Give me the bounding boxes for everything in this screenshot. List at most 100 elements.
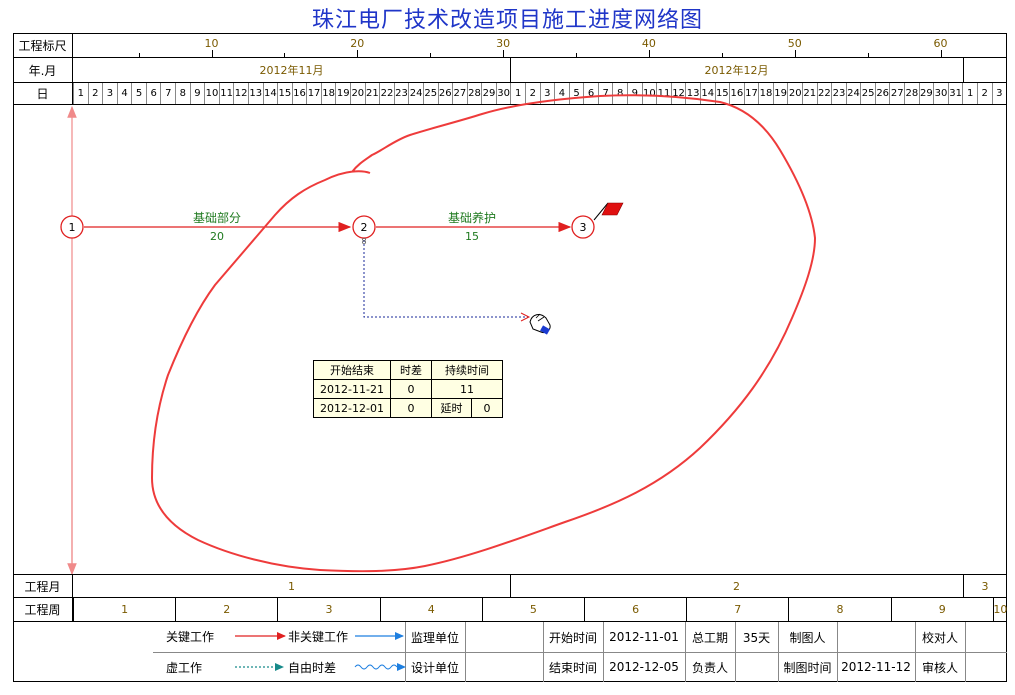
node-3[interactable]: 3 xyxy=(571,215,595,239)
day-cell: 22 xyxy=(379,83,394,104)
project-week-label: 工程周 xyxy=(13,598,73,621)
day-cell: 19 xyxy=(335,83,350,104)
day-cell: 20 xyxy=(350,83,365,104)
day-cell: 26 xyxy=(874,83,890,104)
day-cell: 21 xyxy=(364,83,380,104)
day-cell: 20 xyxy=(787,83,802,104)
day-cell: 15 xyxy=(277,83,292,104)
day-cell: 8 xyxy=(612,83,627,104)
ruler-label: 工程标尺 xyxy=(13,33,73,57)
designer-label: 设计单位 xyxy=(410,660,459,675)
day-cell: 1 xyxy=(962,83,977,104)
day-cell: 4 xyxy=(116,83,132,104)
day-cell: 21 xyxy=(802,83,817,104)
legend-freefloat-arrow xyxy=(354,663,406,671)
day-cell: 10 xyxy=(641,83,657,104)
day-cell: 2 xyxy=(524,83,540,104)
day-cell: 12 xyxy=(670,83,686,104)
end-time-value: 2012-12-05 xyxy=(609,660,679,674)
info-start-date: 2012-11-21 xyxy=(313,379,391,399)
day-cell: 28 xyxy=(904,83,919,104)
day-cell: 3 xyxy=(102,83,117,104)
footer-panel: 关键工作 非关键工作 虚工作 自由时差 监理单位 设计单位 开始时间 2012-… xyxy=(13,622,1007,682)
day-cell: 1 xyxy=(73,83,88,104)
project-month-3: 3 xyxy=(981,579,989,593)
project-month-label: 工程月 xyxy=(13,575,73,597)
info-delay-label: 延时 xyxy=(431,398,472,418)
day-cell: 16 xyxy=(291,83,307,104)
hand-cursor-icon xyxy=(529,313,551,335)
info-delay-value: 0 xyxy=(471,398,503,418)
day-cell: 5 xyxy=(568,83,584,104)
project-week-cell: 1 xyxy=(73,598,175,621)
info-end-date: 2012-12-01 xyxy=(313,398,391,418)
dummy-work-path xyxy=(363,240,528,318)
legend-critical-label: 关键工作 xyxy=(166,630,215,644)
day-cell: 9 xyxy=(189,83,205,104)
drafter-label: 制图人 xyxy=(789,630,826,645)
info-start-float: 0 xyxy=(390,379,432,399)
supervisor-value xyxy=(465,622,543,652)
day-cell: 22 xyxy=(816,83,832,104)
chart-frame xyxy=(13,33,1007,682)
day-cell: 17 xyxy=(306,83,321,104)
info-end-float: 0 xyxy=(390,398,432,418)
day-cell: 4 xyxy=(554,83,569,104)
ruler-number: 50 xyxy=(787,36,802,50)
draw-time-label: 制图时间 xyxy=(783,660,832,675)
day-cell: 30 xyxy=(495,83,511,104)
end-time-label: 结束时间 xyxy=(548,660,597,675)
day-cell: 30 xyxy=(933,83,948,104)
day-cell: 24 xyxy=(408,83,423,104)
designer-value xyxy=(465,652,543,682)
day-cell: 5 xyxy=(131,83,146,104)
project-month-1: 1 xyxy=(288,579,295,593)
task-1-duration: 20 xyxy=(210,230,224,243)
info-duration: 11 xyxy=(431,379,503,399)
owner-value xyxy=(735,652,778,682)
start-time-label: 开始时间 xyxy=(548,630,597,645)
day-cell: 11 xyxy=(218,83,234,104)
checker-label: 校对人 xyxy=(921,630,958,645)
node-2-sub: 8 xyxy=(361,237,366,246)
legend-critical-arrow xyxy=(235,632,286,640)
day-cell: 18 xyxy=(758,83,773,104)
day-cell: 29 xyxy=(918,83,934,104)
day-cell: 29 xyxy=(481,83,496,104)
day-cell: 8 xyxy=(175,83,190,104)
node-1[interactable]: 1 xyxy=(60,215,84,239)
day-cell: 17 xyxy=(743,83,759,104)
yearmonth-label: 年.月 xyxy=(13,58,73,82)
day-cell: 25 xyxy=(422,83,438,104)
task-1-name: 基础部分 xyxy=(193,210,241,225)
yearmonth-row: 年.月 2012年11月 2012年12月 xyxy=(13,58,1007,83)
day-cell: 3 xyxy=(991,83,1007,104)
project-week-cell: 3 xyxy=(277,598,379,621)
day-cell: 27 xyxy=(889,83,904,104)
node-2[interactable]: 2 xyxy=(352,215,376,239)
day-cell: 23 xyxy=(393,83,409,104)
project-month-2: 2 xyxy=(733,579,740,593)
annotation-loop xyxy=(150,94,817,573)
day-cell: 31 xyxy=(947,83,963,104)
day-cell: 9 xyxy=(627,83,642,104)
day-label: 日 xyxy=(13,83,73,104)
legend-noncritical-arrow xyxy=(355,632,404,640)
day-cell: 13 xyxy=(685,83,700,104)
info-header-duration: 持续时间 xyxy=(431,360,503,380)
project-week-cell: 9 xyxy=(890,598,993,621)
day-cell: 1 xyxy=(510,83,525,104)
project-week-cell: 7 xyxy=(686,598,788,621)
total-duration-label: 总工期 xyxy=(691,630,728,645)
day-cell: 13 xyxy=(247,83,263,104)
day-cell: 3 xyxy=(539,83,555,104)
project-week-cell: 2 xyxy=(175,598,277,621)
ruler-number: 10 xyxy=(204,36,219,50)
reviewer-label: 审核人 xyxy=(921,660,958,675)
day-cell: 14 xyxy=(699,83,715,104)
project-week-cell: 4 xyxy=(379,598,482,621)
ruler-number: 40 xyxy=(641,36,656,50)
month-nov: 2012年11月 xyxy=(259,64,324,77)
